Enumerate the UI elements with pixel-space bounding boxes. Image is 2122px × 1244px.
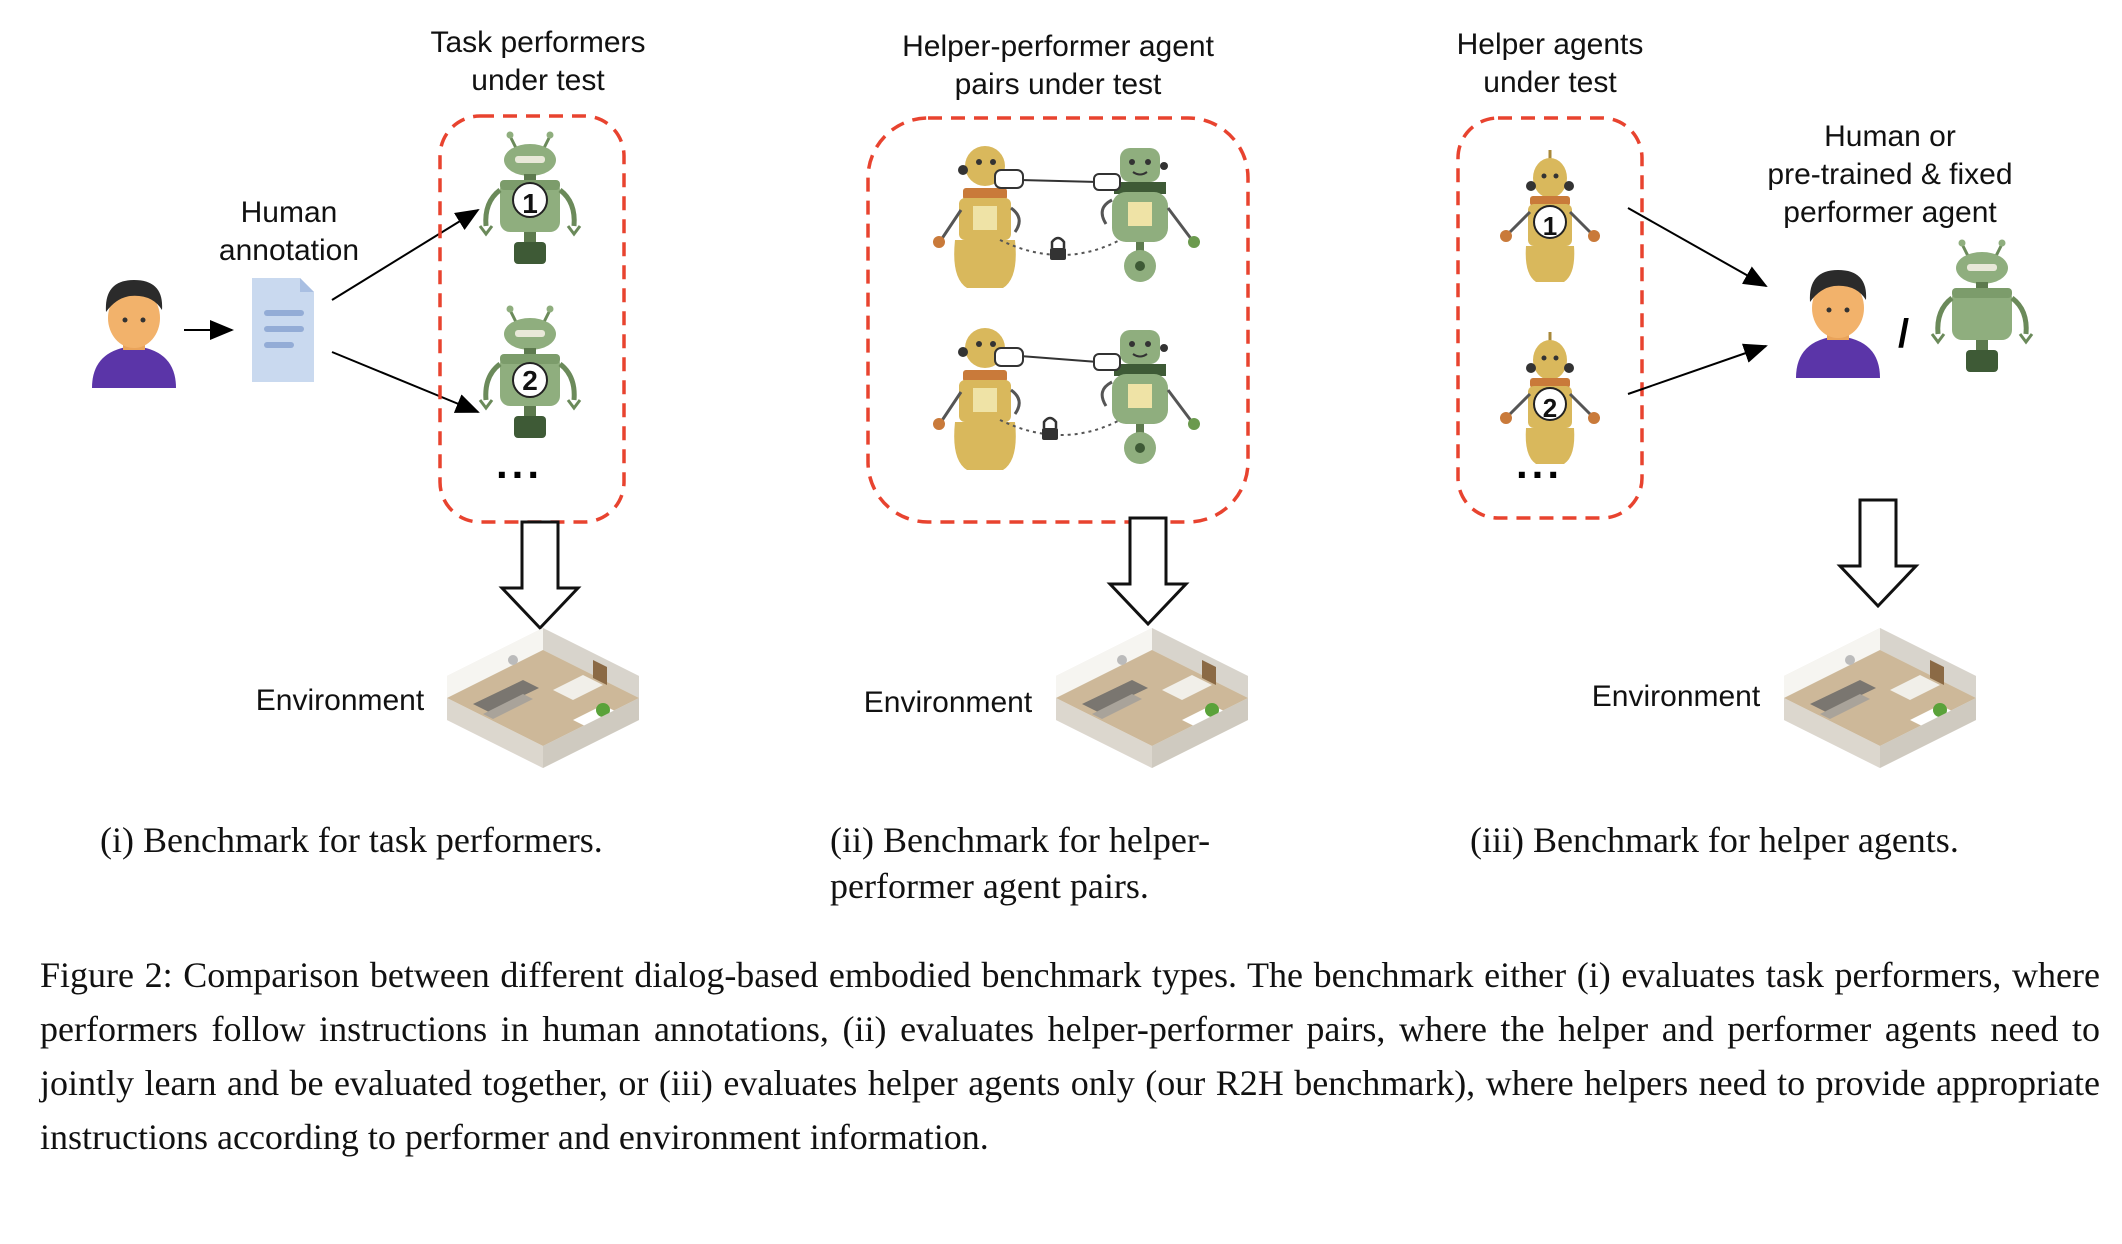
slash: / [1898,312,1910,356]
room-icon [447,628,639,768]
panel3-subcaption: (iii) Benchmark for helper agents. [1470,820,1959,860]
panel1-subcaption: (i) Benchmark for task performers. [100,820,603,860]
performer-label: Human or pre-trained & fixed performer a… [1767,120,2013,229]
panel1-title: Task performers under test [430,26,646,97]
down-arrow-icon [500,520,580,630]
person-icon [92,280,176,388]
panel3-dashed-box [1456,116,1644,520]
yellow-robot-icon [931,144,1021,290]
green-robot-icon [1932,240,2032,373]
green-robot-icon [1100,328,1202,466]
robot-number-2: 2 [1542,393,1558,423]
panel2-subcaption-line2: performer agent pairs. [830,866,1149,906]
panel2-dashed-box [866,116,1250,524]
environment-label: Environment [255,684,425,717]
lock-icon [1040,416,1060,442]
person-icon [1796,270,1880,378]
human-annotation-label: Human annotation [218,196,360,267]
panel3-graphics [1456,116,2032,768]
panel2-title: Helper-performer agent pairs under test [902,30,1214,101]
panel2-subcaption-line1: (ii) Benchmark for helper- [830,820,1211,860]
ellipsis: ... [1516,440,1564,487]
down-arrow-icon [1108,516,1188,626]
document-icon [252,278,314,382]
ellipsis: ... [496,440,544,487]
panel2-graphics [866,116,1250,768]
figure-caption: Figure 2: Comparison between different d… [40,955,2100,1157]
robot-number-1: 1 [522,188,538,219]
tin-can-phone-icon [1019,179,1099,183]
lock-icon [1048,236,1068,262]
green-robot-icon [1100,146,1202,284]
panel1-graphics [92,114,639,768]
down-arrow-icon [1838,498,1918,608]
panel3-title: Helper agents under test [1456,28,1644,99]
environment-label: Environment [1591,680,1761,713]
tin-can-phone-icon [1019,355,1099,363]
robot-number-1: 1 [1542,211,1558,241]
room-icon [1056,628,1248,768]
figure: Task performers under test Human annotat… [92,26,2122,906]
figure-graphics [92,114,2122,768]
room-icon [1784,628,1976,768]
environment-label: Environment [863,686,1033,719]
robot-number-2: 2 [522,365,538,396]
